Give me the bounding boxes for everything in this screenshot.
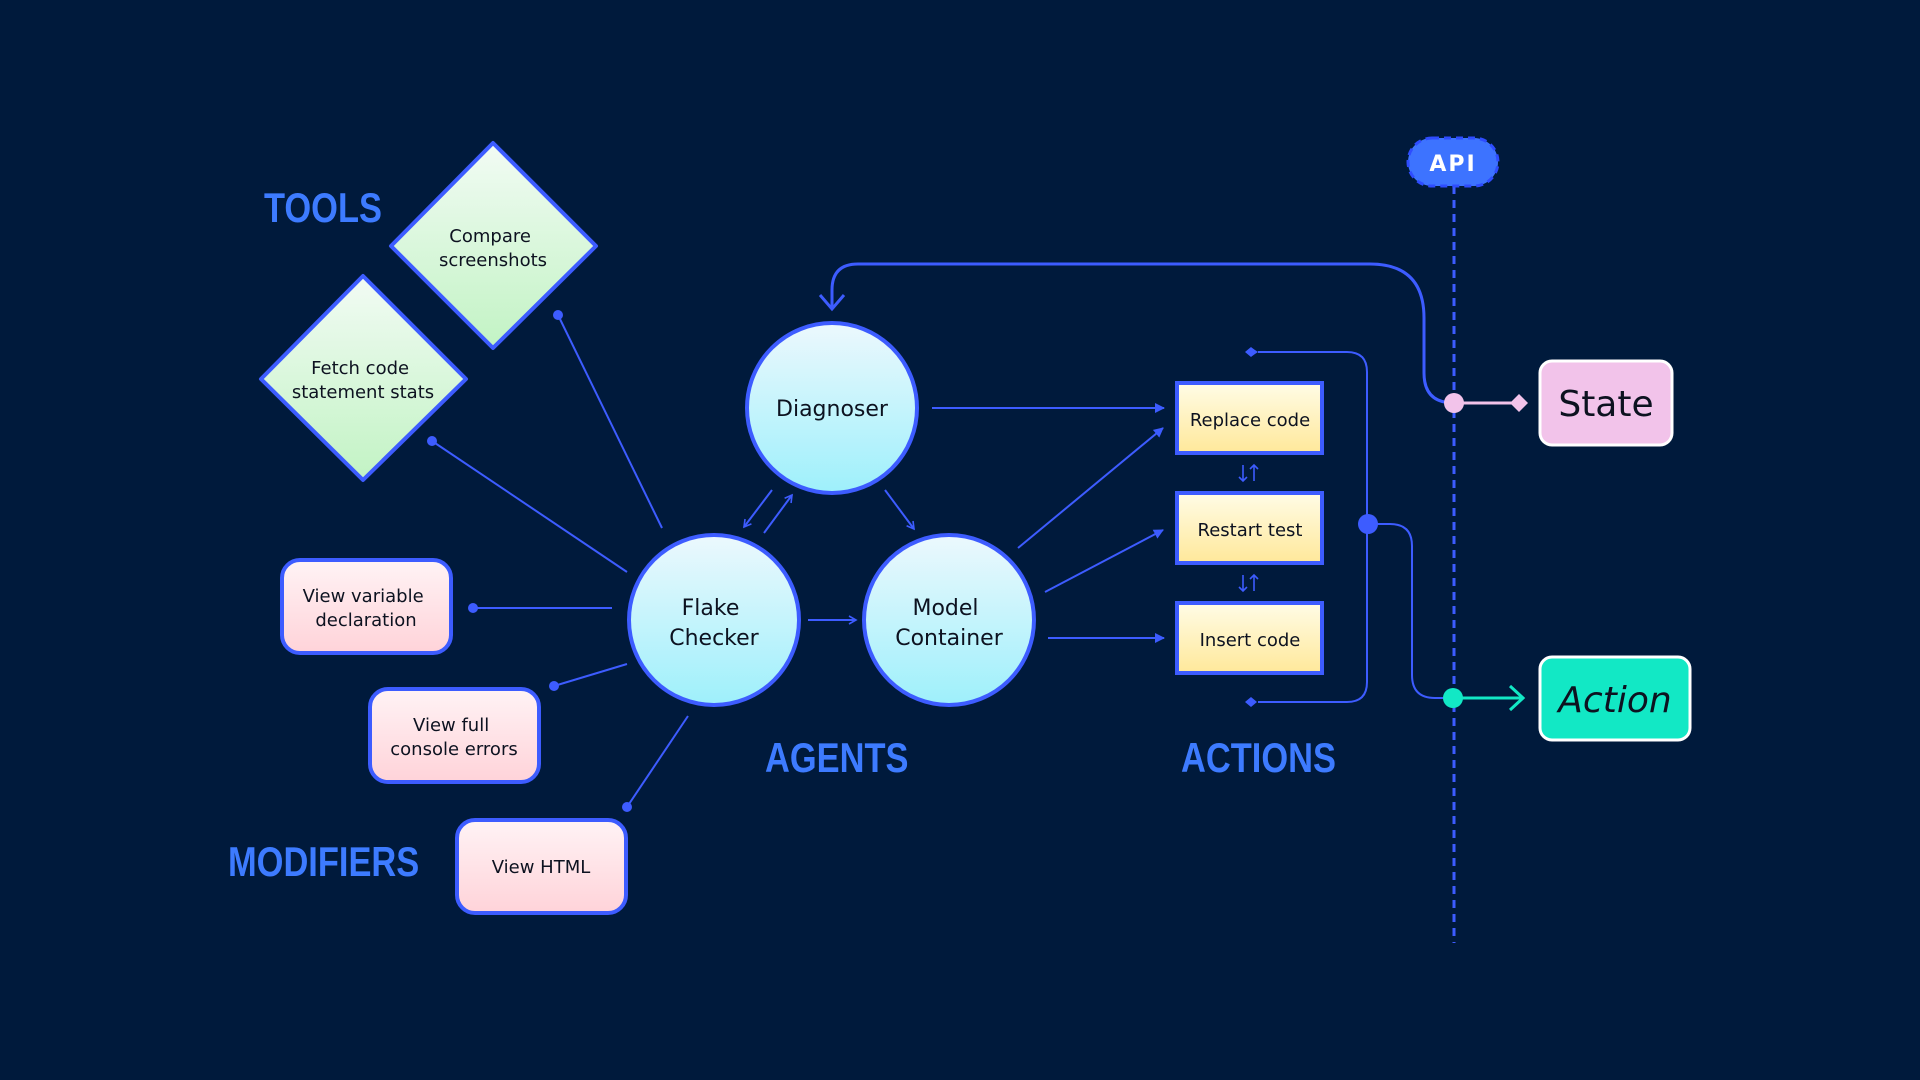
connector-dot [427,436,437,446]
agent-connectors [743,489,915,625]
tool-fetch-line1: Fetch code [311,358,409,379]
tool-compare-text: Compare screenshots [439,226,547,271]
action-restart-test: Restart test [1175,491,1324,565]
action-junction-dot [1443,688,1463,708]
action-connector [1443,684,1526,712]
section-label-agents: AGENTS [765,735,908,782]
action-box: Action [1538,655,1692,742]
arrow-diagnoser-to-flake [743,489,773,529]
agent-flake-line1: Flake [682,596,740,621]
actions-bracket [1245,347,1452,707]
action-insert-text: Insert code [1200,630,1301,651]
section-label-actions: ACTIONS [1181,735,1336,782]
connector-view-console [553,663,628,687]
tool-compare-screenshots: Compare screenshots [389,141,598,350]
action-insert-code: Insert code [1175,601,1324,675]
modifier-variable-line1: View variable [303,586,424,607]
agent-model-line1: Model [912,596,978,621]
action-replace-text: Replace code [1190,410,1310,431]
connector-compare-screenshots [557,314,663,529]
agent-model-container: Model Container [862,533,1036,707]
tool-connectors [427,310,689,812]
action-label: Action [1556,680,1671,721]
agent-diagnoser: Diagnoser [745,321,919,495]
modifier-variable-text: View variable declaration [303,586,430,631]
modifier-variable-line2: declaration [315,610,416,631]
tool-compare-line1: Compare [449,226,531,247]
connector-dot [468,603,478,613]
agent-flake-text: Flake Checker [669,596,759,651]
modifier-view-html: View HTML [455,818,628,915]
tool-compare-line2: screenshots [439,250,547,271]
api-badge: API [1406,136,1500,188]
connector-dot [622,802,632,812]
section-label-modifiers: MODIFIERS [228,839,419,886]
modifier-view-console-errors: View full console errors [368,687,541,784]
state-connector [1444,393,1528,413]
agent-model-line2: Container [895,626,1003,651]
arrow-model-to-restart [1044,529,1164,593]
modifier-console-line2: console errors [390,739,517,760]
tool-fetch-code-stats: Fetch code statement stats [259,274,468,482]
agent-flake-checker: Flake Checker [627,533,801,707]
bracket-marker [1245,697,1257,707]
arrow-model-to-replace [1017,427,1164,549]
connector-fetch-code [431,440,628,573]
tool-fetch-text: Fetch code statement stats [292,358,434,403]
swap-icon [1238,573,1259,593]
swap-icon [1238,463,1259,483]
modifier-view-variable: View variable declaration [280,558,453,655]
state-label: State [1558,384,1653,425]
connector-view-html [626,715,689,808]
action-restart-text: Restart test [1198,520,1303,541]
modifier-console-text: View full console errors [390,715,517,760]
feedback-loop-line [830,262,1455,405]
modifier-html-text: View HTML [492,857,591,878]
state-junction-dot [1444,393,1464,413]
modifier-console-line1: View full [413,715,489,736]
arrow-flake-to-diagnoser [763,493,793,534]
action-connectors [932,403,1165,643]
api-label: API [1429,152,1476,177]
state-diamond-marker [1510,394,1528,412]
connector-dot [549,681,559,691]
section-label-tools: TOOLS [264,185,382,232]
modifier-html-line1: View HTML [492,857,591,878]
agent-diagnoser-line1: Diagnoser [776,397,889,422]
agent-diagnoser-text: Diagnoser [776,397,889,422]
agent-model-text: Model Container [895,596,1003,651]
bracket-to-action-line [1368,523,1452,699]
state-box: State [1538,359,1674,447]
agent-flake-line2: Checker [669,626,759,651]
arrow-diagnoser-to-model [884,489,915,531]
bracket-marker [1245,347,1257,357]
swap-arrows [1238,463,1259,593]
action-replace-code: Replace code [1175,381,1324,455]
connector-dot [553,310,563,320]
feedback-arrowhead [818,294,846,312]
tool-fetch-line2: statement stats [292,382,434,403]
